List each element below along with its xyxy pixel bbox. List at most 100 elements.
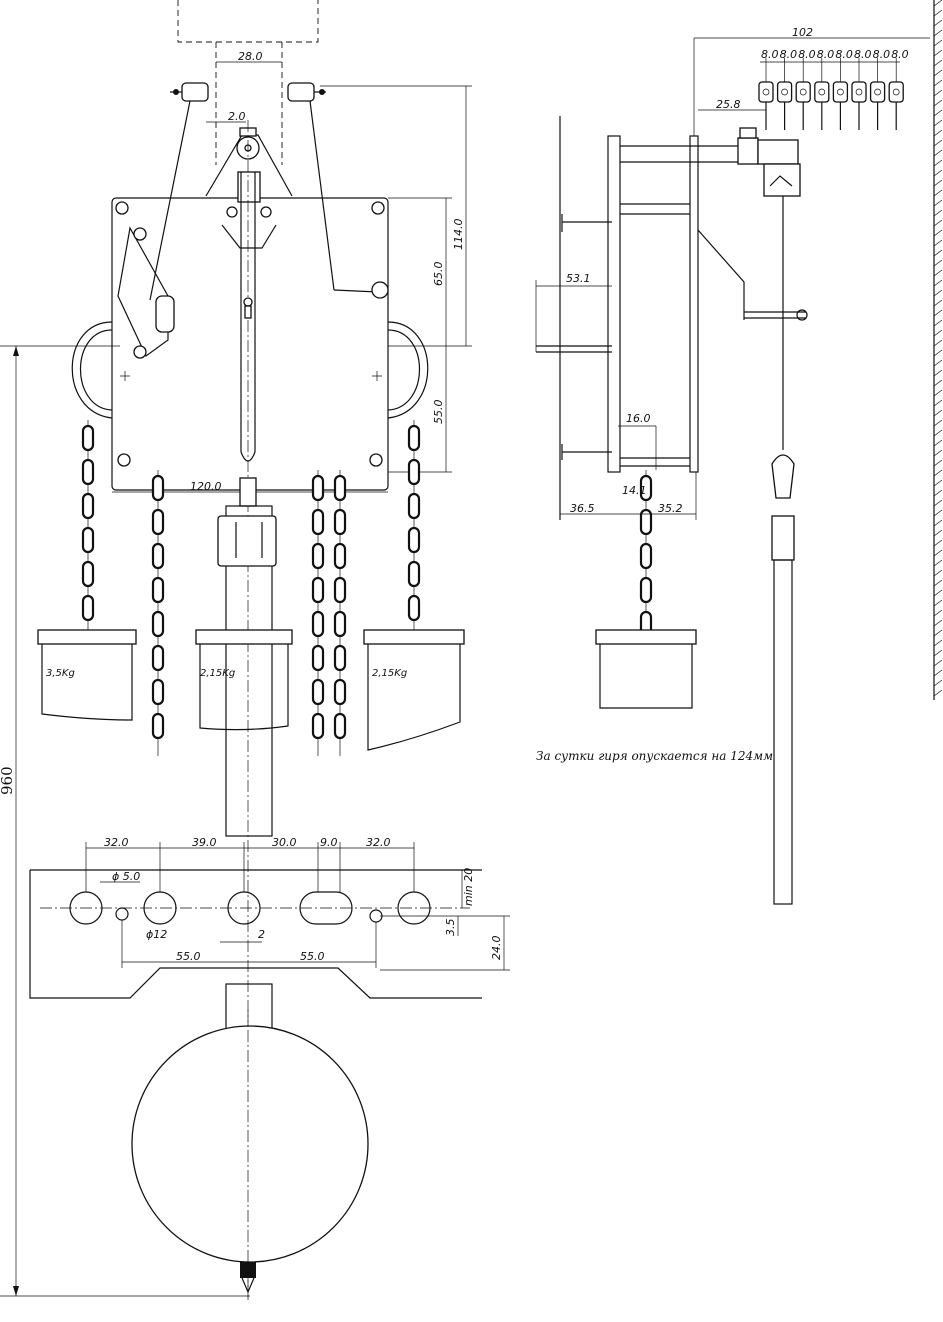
weight-left: 3,5Kg (37, 629, 137, 721)
hatch-line (933, 329, 943, 337)
hatch-line (933, 519, 943, 527)
slot (299, 891, 353, 925)
dim-hammer-pitch: 8.0 (835, 48, 853, 61)
hatch-line (933, 0, 943, 7)
weight-label-left: 3,5Kg (46, 668, 75, 679)
hatch-line (933, 569, 943, 577)
dim-plate-width: 120.0 (190, 480, 222, 493)
hatch-line (933, 619, 943, 627)
chain-link (333, 474, 347, 502)
dim-hammer-total: 102 (792, 26, 813, 39)
chain-link (151, 576, 165, 604)
hatch-line (933, 149, 943, 157)
hatch-line (933, 349, 943, 357)
hole-small-1 (115, 907, 129, 921)
hatch-line (933, 219, 943, 227)
chain-link (81, 424, 95, 452)
hatch-line (933, 369, 943, 377)
hatch-line (933, 9, 943, 17)
hammer-pivot (799, 88, 807, 96)
dim-span-left: 55.0 (176, 950, 201, 963)
hatch-line (933, 679, 943, 687)
chain-link (333, 576, 347, 604)
dim-shift: 2 (258, 928, 265, 941)
dim-height-upper: 65.0 (432, 262, 445, 287)
strike-lever (117, 226, 169, 357)
dim-hammer-pitch: 8.0 (854, 48, 872, 61)
hatch-line (933, 249, 943, 257)
hatch-line (933, 69, 943, 77)
dim-hammer-pitch: 8.0 (798, 48, 816, 61)
hatch-line (933, 559, 943, 567)
dim-height-total: 114.0 (452, 219, 465, 251)
dim-hammer-pitch: 8.0 (873, 48, 891, 61)
hatch-line (933, 419, 943, 427)
hatch-line (933, 439, 943, 447)
hatch-line (933, 39, 943, 47)
hatch-line (933, 479, 943, 487)
hatch-line (933, 639, 943, 647)
chain-link (81, 492, 95, 520)
dim-hammer-pitch: 8.0 (891, 48, 909, 61)
hatch-line (933, 19, 943, 27)
chain-link (333, 508, 347, 536)
hatch-line (933, 609, 943, 617)
chain-link (311, 610, 325, 638)
pendulum-rod (225, 505, 273, 837)
hatch-line (933, 629, 943, 637)
hammer-pivot (874, 88, 881, 96)
hatch-line (933, 169, 943, 177)
chain-link (151, 610, 165, 638)
dim-hammer-pitch: 8.0 (761, 48, 779, 61)
dim-d2: 39.0 (192, 836, 217, 849)
hammer-head (869, 81, 886, 103)
dim-left-depth: 36.5 (570, 502, 595, 515)
hatch-line (933, 689, 943, 697)
chain-link (639, 474, 653, 502)
chain-link (333, 610, 347, 638)
dim-depth: 53.1 (566, 272, 591, 285)
hatch-line (933, 239, 943, 247)
front-view: 28.0 2.0 (0, 0, 472, 1300)
chain-link (311, 712, 325, 740)
hatch-line (933, 399, 943, 407)
dim-d4: 9.0 (320, 836, 338, 849)
chain-link (151, 678, 165, 706)
hatch-line (933, 129, 943, 137)
chain-link (311, 678, 325, 706)
chain-link (311, 474, 325, 502)
hatch-line (933, 339, 943, 347)
chain-link (639, 542, 653, 570)
chain-link (81, 560, 95, 588)
hatch-line (933, 109, 943, 117)
hammer-head (814, 81, 830, 103)
dim-hammer-offset: 25.8 (716, 98, 741, 111)
daily-drop-note: За сутки гиря опускается на 124мм (536, 749, 773, 763)
chain-link (151, 644, 165, 672)
dim-right-depth: 35.2 (658, 502, 683, 515)
left-screw (170, 82, 209, 102)
hatch-line (933, 279, 943, 287)
dim-seat: 14.1 (622, 484, 647, 497)
hatch-line (933, 269, 943, 277)
hatch-line (933, 529, 943, 537)
hatch-line (933, 289, 943, 297)
chain-link (639, 576, 653, 604)
chain-link (407, 526, 421, 554)
hatch-line (933, 209, 943, 217)
hammer-pivot (818, 88, 826, 96)
hatch-line (933, 299, 943, 307)
hatch-line (933, 229, 943, 237)
dim-offset: 2.0 (228, 110, 246, 123)
hatch-line (933, 429, 943, 437)
hatch-line (933, 309, 943, 317)
hammer-head (758, 81, 774, 103)
chain-link (311, 542, 325, 570)
hatch-line (933, 189, 943, 197)
hatch-line (933, 409, 943, 417)
chain-link (151, 474, 165, 502)
hammer-pivot (855, 88, 863, 96)
hatch-line (933, 469, 943, 477)
